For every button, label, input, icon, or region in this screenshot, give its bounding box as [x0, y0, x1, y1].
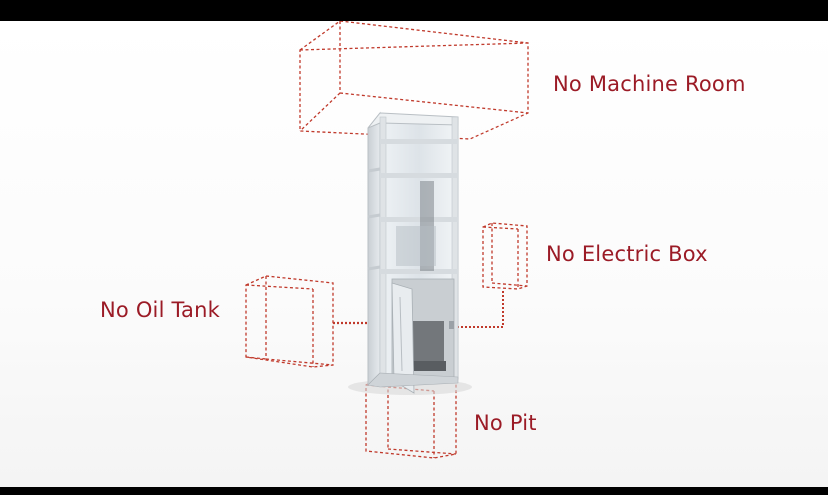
no-oil-tank-label: No Oil Tank: [100, 298, 220, 322]
machine-room-outline: [299, 21, 529, 140]
elevator-illustration: [348, 111, 472, 395]
elevator-diagram: [245, 21, 529, 459]
no-machine-room-label: No Machine Room: [553, 72, 746, 96]
slide-canvas: No Machine Room No Electric Box No Oil T…: [0, 21, 828, 487]
no-electric-box-label: No Electric Box: [546, 242, 708, 266]
no-pit-label: No Pit: [474, 411, 537, 435]
electric-box-outline: [482, 222, 528, 290]
oil-tank-outline: [245, 275, 334, 368]
electric-connector: [457, 289, 504, 328]
